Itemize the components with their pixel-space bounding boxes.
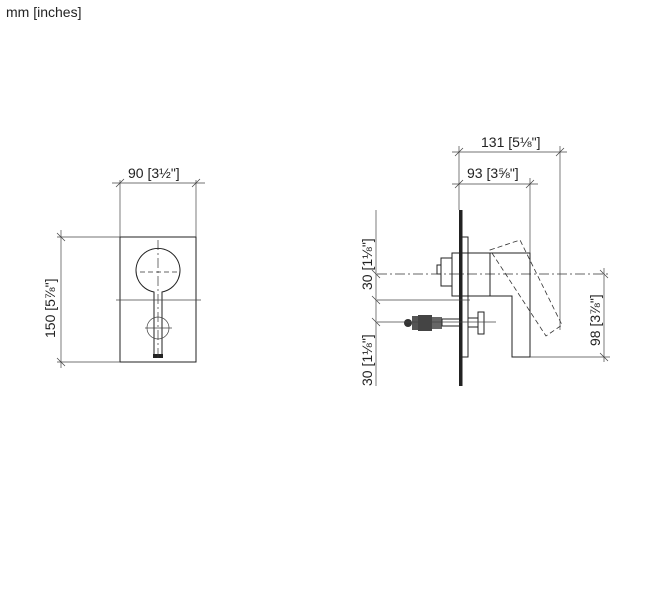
- offset-dimension-lines: [371, 210, 381, 386]
- units-label: mm [inches]: [6, 4, 82, 20]
- cartridge-body: [451, 252, 491, 297]
- lower-offset-dimension: 30 [1⅛"]: [359, 334, 375, 386]
- diverter-cartridge: [404, 311, 485, 335]
- total-depth-dimension-lines: [452, 146, 567, 330]
- width-dimension: 90 [3½"]: [128, 165, 180, 181]
- body-depth-dimension-lines: [452, 178, 538, 253]
- side-view: 131 [5⅛"] 93 [3⅝"] 30 [1⅛"] 30 [1⅛"] 98 …: [359, 134, 610, 386]
- lever-open-position: [489, 239, 563, 337]
- height-dimension: 150 [5⅞"]: [42, 279, 58, 338]
- body-depth-dimension: 93 [3⅝"]: [467, 165, 519, 181]
- handle-drop-dimension-lines: [530, 268, 610, 362]
- width-dimension-lines: [112, 178, 205, 237]
- flange: [461, 236, 469, 358]
- upper-offset-dimension: 30 [1⅛"]: [359, 238, 375, 290]
- height-dimension-lines: [56, 230, 120, 368]
- lever-body: [490, 252, 531, 358]
- total-depth-dimension: 131 [5⅛"]: [481, 134, 540, 150]
- lever-handle: [135, 247, 181, 358]
- nut: [440, 257, 453, 287]
- screw: [436, 264, 442, 275]
- front-view: 90 [3½"] 150 [5⅞"]: [42, 165, 205, 368]
- handle-drop-dimension: 98 [3⅞"]: [587, 294, 603, 346]
- wall-plate: [459, 210, 463, 386]
- cover-plate: [119, 236, 197, 363]
